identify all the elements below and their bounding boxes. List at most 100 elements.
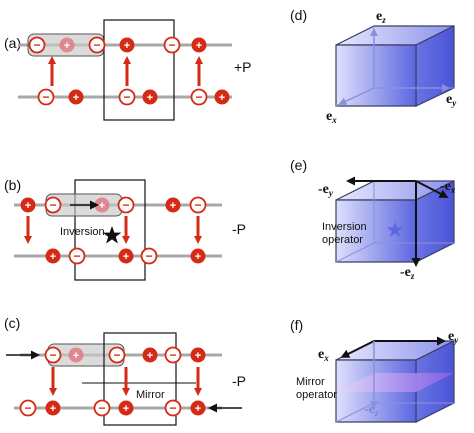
operator-label-line2: operator	[296, 389, 337, 401]
anion: −	[44, 196, 62, 214]
anion: −	[164, 346, 182, 364]
anion: −	[163, 36, 181, 54]
svg-text:+: +	[99, 200, 105, 212]
panel-b: (b) + − + − + − + − + − + Inversion -P	[4, 177, 246, 281]
cube-hidden-edge	[335, 402, 375, 423]
ghost-cation: +	[59, 37, 75, 53]
cation: +	[118, 248, 134, 264]
axis-label-ey: ey	[448, 329, 459, 345]
cation: +	[190, 347, 206, 363]
svg-text:−: −	[113, 348, 120, 362]
polarization-label-b: -P	[232, 221, 246, 237]
cube-front-face	[335, 44, 417, 107]
panel-label-f: (f)	[290, 317, 303, 333]
panel-d: (d) ez ey ex	[290, 7, 457, 125]
cation: +	[68, 89, 84, 105]
cation: +	[190, 248, 206, 264]
svg-text:+: +	[64, 40, 70, 52]
svg-text:−: −	[194, 198, 201, 212]
cation: +	[142, 347, 158, 363]
unit-cell-frame	[103, 332, 177, 426]
operator-label-line1: Mirror	[296, 376, 325, 388]
panel-f: (f) ex ey -ez Mirror operator	[290, 317, 459, 423]
polarization-label-c: -P	[232, 373, 246, 389]
svg-text:−: −	[42, 90, 49, 104]
svg-text:+: +	[195, 350, 201, 362]
svg-text:+: +	[123, 251, 129, 263]
svg-text:+: +	[219, 92, 225, 104]
anion: −	[117, 196, 135, 214]
panel-c: (c) − + − + − + − + − + − + Mirror -P	[4, 315, 246, 426]
anion: −	[37, 88, 55, 106]
panel-a: (a) − + − + − + − + − + − + +P	[4, 19, 252, 121]
anion: −	[108, 346, 126, 364]
panel-label-a: (a)	[4, 35, 21, 51]
anion: −	[68, 247, 86, 265]
svg-text:−: −	[33, 38, 40, 52]
svg-text:+: +	[196, 40, 202, 52]
axis-x-arrow	[338, 87, 375, 105]
axis-label-neg-ez: -ez	[400, 265, 415, 281]
axis-label-ex: ex	[326, 109, 337, 125]
svg-text:+: +	[73, 350, 79, 362]
operator-label-line1: Inversion	[322, 221, 367, 233]
anion: −	[19, 399, 37, 417]
cube-hidden-edge	[335, 242, 375, 263]
svg-text:+: +	[147, 92, 153, 104]
svg-text:−: −	[98, 401, 105, 415]
svg-text:−: −	[93, 38, 100, 52]
svg-text:+: +	[25, 200, 31, 212]
cation: +	[45, 248, 61, 264]
anion: −	[189, 196, 207, 214]
mirror-label: Mirror	[136, 389, 165, 401]
anion: −	[140, 247, 158, 265]
svg-text:+: +	[73, 92, 79, 104]
anion: −	[93, 399, 111, 417]
cation: +	[191, 37, 207, 53]
svg-text:+: +	[50, 403, 56, 415]
svg-text:+: +	[147, 350, 153, 362]
axis-label-ey: ey	[446, 92, 457, 108]
svg-text:−: −	[122, 198, 129, 212]
svg-text:−: −	[24, 401, 31, 415]
axis-label-neg-ez: -ez	[364, 402, 379, 418]
polarization-label-a: +P	[234, 59, 252, 75]
axis-label-neg-ey: -ey	[318, 182, 334, 198]
svg-text:+: +	[50, 251, 56, 263]
cation: +	[20, 197, 36, 213]
anion: −	[88, 36, 106, 54]
axis-ex-arrow	[340, 340, 375, 358]
inversion-center-star-icon	[387, 222, 403, 237]
svg-text:−: −	[168, 38, 175, 52]
ghost-cation: +	[68, 347, 84, 363]
axis-label-ex: ex	[318, 347, 329, 363]
svg-text:+: +	[124, 40, 130, 52]
cation: +	[119, 37, 135, 53]
svg-text:+: +	[123, 403, 129, 415]
ghost-cation: +	[94, 197, 110, 213]
inversion-label: Inversion	[60, 226, 105, 238]
svg-text:−: −	[73, 249, 80, 263]
svg-text:−: −	[49, 348, 56, 362]
anion: −	[118, 88, 136, 106]
anion: −	[190, 88, 208, 106]
panel-e: (e) Inversion operator -ey -ex -ez	[290, 157, 456, 281]
svg-text:−: −	[145, 249, 152, 263]
svg-text:+: +	[195, 251, 201, 263]
panel-label-b: (b)	[4, 177, 21, 193]
cation: +	[190, 400, 206, 416]
panel-label-d: (d)	[290, 7, 307, 23]
cation: +	[142, 89, 158, 105]
svg-text:+: +	[195, 403, 201, 415]
panel-label-c: (c)	[4, 315, 20, 331]
svg-text:−: −	[195, 90, 202, 104]
svg-text:−: −	[169, 401, 176, 415]
svg-text:−: −	[169, 348, 176, 362]
inversion-center-star-icon	[102, 226, 122, 244]
cation: +	[214, 89, 230, 105]
unit-cell-frame	[74, 179, 146, 281]
axis-label-ez: ez	[376, 9, 386, 25]
operator-label-line2: operator	[322, 234, 363, 246]
svg-text:−: −	[123, 90, 130, 104]
